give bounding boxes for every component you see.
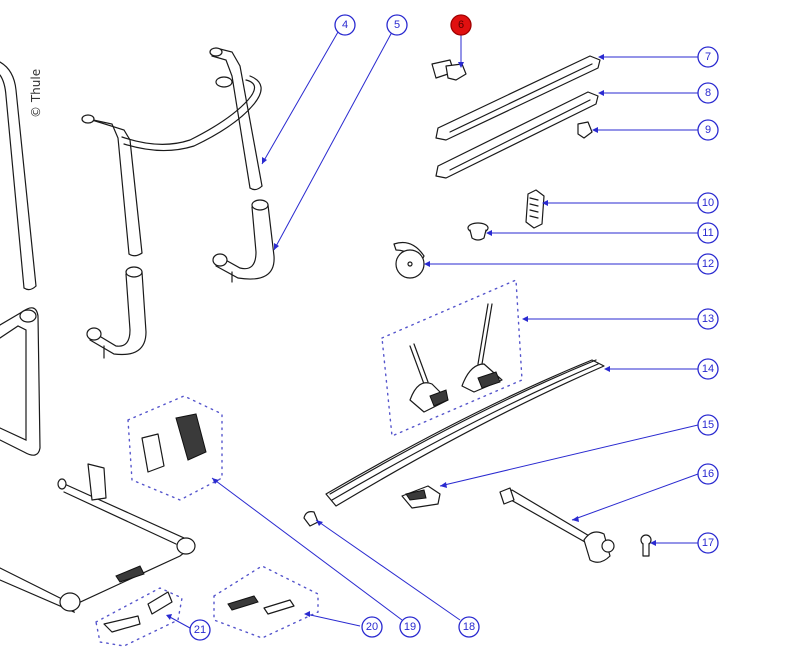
wheel-holder-set-boundary [381,278,523,438]
callout-11[interactable]: 11 [697,222,719,244]
rail-mount [401,485,441,509]
upper-frame-tube [81,47,263,257]
callout-label: 10 [702,197,714,209]
left-frame-lower [0,307,41,456]
callout-label: 4 [342,19,348,31]
callout-label: 9 [705,124,711,136]
frame-holder-arm [499,487,615,563]
callout-13[interactable]: 13 [697,308,719,330]
callout-20[interactable]: 20 [361,616,383,638]
callout-label: 11 [702,227,713,239]
callout-14[interactable]: 14 [697,358,719,380]
rail-bar-upper [435,55,601,141]
callout-label: 14 [702,363,714,375]
callout-4[interactable]: 4 [334,14,356,36]
left-frame-tube [0,61,37,291]
callout-label: 8 [705,87,711,99]
tube-cap-set [227,595,295,615]
callout-label: 12 [702,258,714,270]
rail-end-cap [303,511,319,527]
callout-17[interactable]: 17 [697,532,719,554]
callout-label: 13 [702,313,714,325]
lower-bent-tube-left [86,266,147,359]
callout-9[interactable]: 9 [697,119,719,141]
callout-label: 18 [463,621,475,633]
copyright-text: © Thule [29,69,43,118]
callout-10[interactable]: 10 [697,192,719,214]
rail-bar-lower [435,91,599,179]
callout-label: 7 [705,51,711,63]
bottom-frame [0,463,196,614]
callout-6[interactable]: 6 [450,14,472,36]
callout-label: 21 [194,624,206,636]
callout-21[interactable]: 21 [189,619,211,641]
callout-19[interactable]: 19 [399,616,421,638]
callout-label: 15 [702,419,714,431]
reflector-set-boundary [127,395,223,501]
callout-16[interactable]: 16 [697,463,719,485]
lower-bent-tube [212,199,275,283]
bracket-set-boundary [95,587,183,647]
wheel-rail [325,359,605,507]
ratchet-buckle [525,189,545,229]
callout-label: 17 [702,537,714,549]
callout-18[interactable]: 18 [458,616,480,638]
reflector-set [141,413,207,473]
callout-label: 6 [458,19,464,31]
leader-lines [166,31,699,629]
knob [467,222,489,241]
callout-label: 19 [404,621,416,633]
lock-key [640,534,652,557]
callout-8[interactable]: 8 [697,82,719,104]
callout-15[interactable]: 15 [697,414,719,436]
callout-12[interactable]: 12 [697,253,719,275]
callout-5[interactable]: 5 [386,14,408,36]
wheel-holder-set [409,303,503,413]
callout-label: 20 [366,621,378,633]
bracket-set [103,591,173,633]
strap-reel [393,241,425,279]
tube-cap-set-boundary [213,565,319,639]
callout-label: 5 [394,19,400,31]
callout-7[interactable]: 7 [697,46,719,68]
small-clip [577,121,593,139]
callout-label: 16 [702,468,714,480]
